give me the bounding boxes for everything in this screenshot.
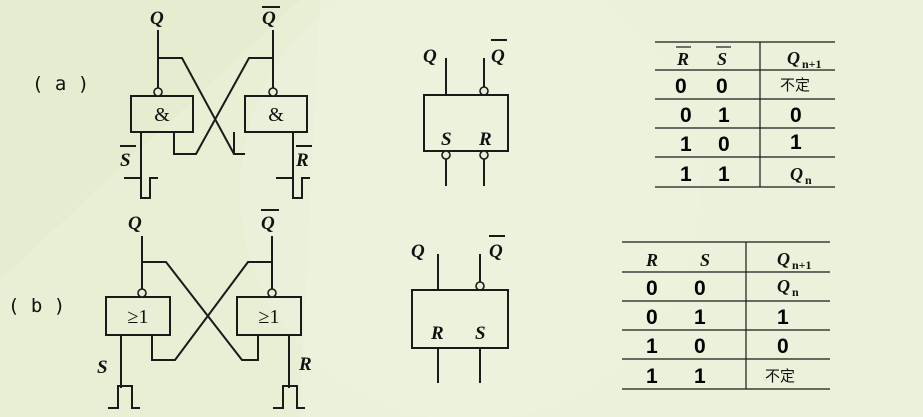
- signal-qbar-a-text: Q: [262, 8, 276, 29]
- table-cell: 1: [646, 365, 658, 388]
- svg-text:Qn+1: Qn+1: [787, 48, 822, 71]
- table-row: 0 1 1: [646, 306, 789, 329]
- table-cell: 0: [680, 104, 692, 127]
- symbol-a-s: S: [441, 129, 452, 150]
- table-b-header-r: R: [645, 250, 658, 270]
- table-cell: 0: [675, 75, 687, 98]
- nor-gate-left: ≥1: [105, 288, 171, 336]
- table-row: 1 0 1: [680, 131, 802, 156]
- label-b: ( b ): [8, 295, 65, 317]
- gate-symbol-and: &: [268, 104, 284, 126]
- table-b-header-sub: n+1: [792, 258, 812, 272]
- label-a: ( a ): [32, 73, 89, 95]
- wiring-a: [124, 30, 310, 199]
- gate-symbol-and: &: [154, 104, 170, 126]
- table-b-header-q: Q: [777, 249, 790, 269]
- signal-qbar-b: Q: [261, 209, 279, 234]
- symbol-b-qbar: Q: [489, 241, 503, 262]
- table-cell: 不定: [765, 367, 795, 385]
- symbol-block-a: Q Q S R: [423, 39, 509, 186]
- table-b-header-s: S: [700, 250, 710, 270]
- table-cell: 1: [680, 163, 692, 186]
- signal-q-b: Q: [128, 213, 142, 234]
- table-cell: 1: [777, 306, 789, 329]
- wiring-b: [108, 236, 305, 409]
- symbol-b-q: Q: [411, 241, 425, 262]
- nor-gate-right: ≥1: [236, 288, 302, 336]
- symbol-b-s: S: [475, 323, 486, 344]
- table-cell: 1: [790, 131, 802, 154]
- table-a-header-s: S: [717, 49, 727, 69]
- table-cell: 1: [718, 163, 730, 186]
- table-row: 0 0 不定: [675, 75, 810, 98]
- table-cell: 1: [646, 335, 658, 358]
- symbol-a-r: R: [478, 129, 492, 150]
- table-cell: 0: [716, 75, 728, 98]
- gate-symbol-or: ≥1: [259, 306, 280, 328]
- table-cell: 0: [646, 277, 658, 300]
- table-row: 0 1 0: [680, 104, 802, 127]
- table-cell: 不定: [780, 76, 810, 94]
- table-cell: 1: [694, 365, 706, 388]
- table-a-header-sub: n+1: [802, 57, 822, 71]
- table-row: 1 0 0: [646, 335, 789, 358]
- table-cell: 1: [680, 133, 692, 156]
- table-row: 1 1 不定: [646, 365, 795, 388]
- gate-symbol-or: ≥1: [128, 306, 149, 328]
- table-cell: 0: [694, 277, 706, 300]
- signal-sbar-a: S: [120, 145, 136, 171]
- table-cell-q: Q: [777, 276, 790, 296]
- svg-text:Qn+1: Qn+1: [777, 249, 812, 272]
- table-a-header-r: R: [676, 49, 689, 69]
- signal-q-a: Q: [150, 8, 164, 29]
- table-cell: 1: [694, 306, 706, 329]
- signal-qbar-b-text: Q: [261, 213, 275, 234]
- nand-gate-right: &: [244, 87, 308, 133]
- table-cell-q: Q: [790, 164, 803, 184]
- signal-rbar-a: R: [295, 145, 312, 171]
- symbol-a-q: Q: [423, 46, 437, 67]
- table-a-header-q: Q: [787, 48, 800, 68]
- signal-sbar-a-text: S: [120, 150, 131, 171]
- signal-qbar-a: Q: [262, 6, 280, 29]
- symbol-b-r: R: [430, 323, 444, 344]
- table-cell: 0: [790, 104, 802, 127]
- table-cell: 1: [718, 104, 730, 127]
- table-cell: 0: [646, 306, 658, 329]
- symbol-block-b: Q Q R S: [411, 235, 509, 383]
- table-cell: 0: [777, 335, 789, 358]
- table-cell-sub: n: [805, 173, 812, 187]
- table-cell-sub: n: [792, 285, 799, 299]
- symbol-a-qbar: Q: [491, 46, 505, 67]
- table-cell: 0: [694, 335, 706, 358]
- signal-r-b: R: [298, 354, 312, 375]
- signal-rbar-a-text: R: [295, 150, 309, 171]
- signal-s-b: S: [97, 357, 108, 378]
- table-cell: 0: [718, 133, 730, 156]
